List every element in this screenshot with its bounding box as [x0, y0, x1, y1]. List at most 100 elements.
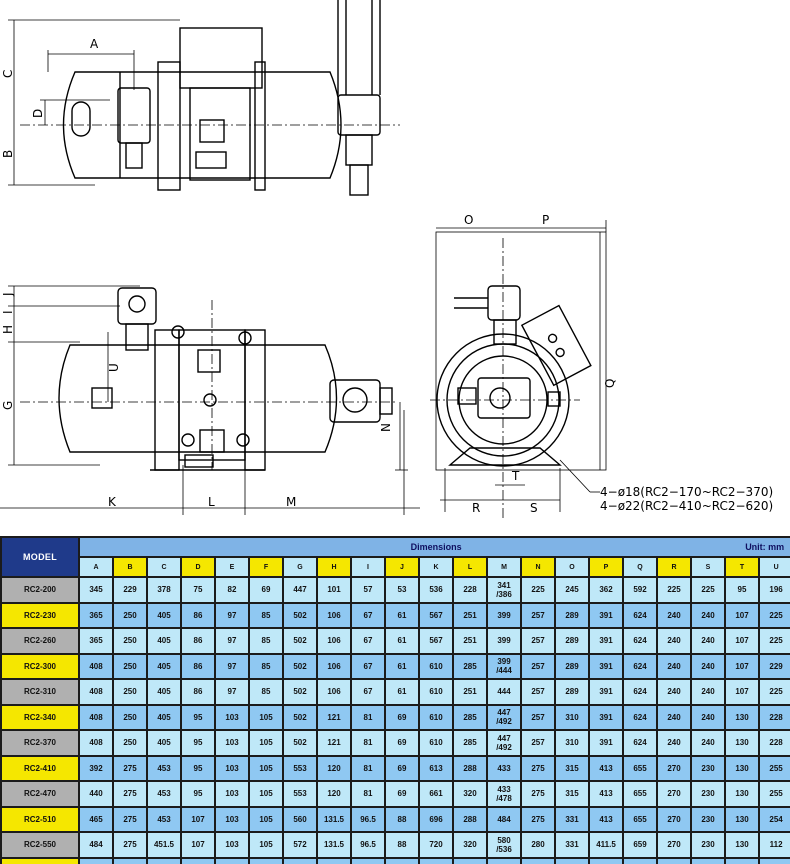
cell-n: 275: [520, 856, 556, 864]
cell-g: 560: [282, 856, 318, 864]
dim-label-l: L: [208, 495, 215, 509]
cell-s: 240: [690, 703, 726, 731]
cell-o: 331: [554, 831, 590, 859]
cell-a: 408: [78, 729, 114, 757]
cell-f: 85: [248, 601, 284, 629]
cell-u: 225: [757, 601, 790, 629]
cell-g: 502: [282, 627, 318, 655]
cell-l: 320: [452, 780, 488, 808]
cell-c: 405: [146, 703, 182, 731]
mounting-note-line-2: 4−ø22(RC2−410~RC2−620): [600, 499, 773, 513]
cell-m: 341/386: [486, 576, 522, 604]
cell-a: 440: [78, 780, 114, 808]
cell-f: 105: [248, 754, 284, 782]
dim-label-g: G: [1, 401, 15, 410]
cell-u: 228: [757, 729, 790, 757]
dim-label-r: R: [472, 501, 480, 515]
cell-u: 196: [757, 576, 790, 604]
cell-m: 580/536: [486, 831, 522, 859]
cell-u: 225: [757, 678, 790, 706]
cell-q: 624: [622, 652, 658, 680]
cell-o: 289: [554, 678, 590, 706]
cell-k: 610: [418, 652, 454, 680]
cell-h: 120: [316, 780, 352, 808]
cell-a: 392: [78, 754, 114, 782]
end-view: [430, 220, 607, 520]
cell-p: 413: [588, 856, 624, 864]
cell-n: 257: [520, 729, 556, 757]
cell-q: 624: [622, 601, 658, 629]
cell-d: 86: [180, 678, 216, 706]
cell-h: 101: [316, 576, 352, 604]
cell-b: 250: [112, 678, 148, 706]
cell-t: 130: [724, 831, 760, 859]
cell-u: 255: [757, 754, 790, 782]
cell-c: 405: [146, 627, 182, 655]
cell-u: 112: [757, 831, 790, 859]
cell-i: 67: [350, 652, 386, 680]
dim-label-s: S: [530, 501, 538, 515]
cell-r: 240: [656, 627, 692, 655]
cell-f: 85: [248, 627, 284, 655]
cell-g: 560: [282, 805, 318, 833]
cell-l: 288: [452, 754, 488, 782]
cell-o: 331: [554, 805, 590, 833]
model-cell: RC2-470: [0, 780, 80, 808]
cell-n: 257: [520, 703, 556, 731]
cell-s: 240: [690, 678, 726, 706]
cell-part: 433: [497, 784, 511, 794]
cell-t: 107: [724, 601, 760, 629]
cell-q: 655: [622, 856, 658, 864]
cell-n: 275: [520, 805, 556, 833]
column-header-g: G: [282, 556, 318, 578]
dim-label-t: T: [511, 469, 520, 483]
cell-r: 225: [656, 576, 692, 604]
model-cell: RC2-580: [0, 856, 80, 864]
cell-h: 131.5: [316, 856, 352, 864]
cell-h: 106: [316, 627, 352, 655]
cell-j: 61: [384, 678, 420, 706]
model-header: MODEL: [0, 536, 80, 578]
dim-label-o: O: [464, 213, 473, 227]
model-cell: RC2-310: [0, 678, 80, 706]
cell-part: /492: [496, 742, 512, 752]
cell-d: 107: [180, 831, 216, 859]
cell-f: 105: [248, 780, 284, 808]
cell-q: 655: [622, 805, 658, 833]
cell-part: /444: [496, 666, 512, 676]
dim-label-j: J: [1, 292, 15, 297]
cell-b: 275: [112, 805, 148, 833]
cell-c: 453: [146, 805, 182, 833]
cell-l: 285: [452, 652, 488, 680]
cell-a: 465: [78, 856, 114, 864]
cell-i: 96.5: [350, 831, 386, 859]
cell-h: 106: [316, 678, 352, 706]
mounting-note-line-1: 4−ø18(RC2−170~RC2−370): [600, 485, 773, 499]
column-header-r: R: [656, 556, 692, 578]
cell-u: 254: [757, 805, 790, 833]
cell-d: 86: [180, 601, 216, 629]
dimensions-title: Dimensions: [410, 542, 462, 552]
cell-m: 399/444: [486, 652, 522, 680]
cell-m: 447/492: [486, 703, 522, 731]
cell-o: 245: [554, 576, 590, 604]
dimension-letters: A C D B J I H G U K L M N O P Q T R S: [1, 37, 617, 515]
cell-t: 130: [724, 856, 760, 864]
cell-l: 320: [452, 831, 488, 859]
cell-l: 251: [452, 678, 488, 706]
cell-c: 453: [146, 780, 182, 808]
cell-d: 107: [180, 856, 216, 864]
cell-k: 720: [418, 831, 454, 859]
column-header-k: K: [418, 556, 454, 578]
cell-j: 88: [384, 805, 420, 833]
cell-o: 289: [554, 627, 590, 655]
cell-f: 105: [248, 856, 284, 864]
cell-d: 75: [180, 576, 216, 604]
cell-d: 107: [180, 805, 216, 833]
